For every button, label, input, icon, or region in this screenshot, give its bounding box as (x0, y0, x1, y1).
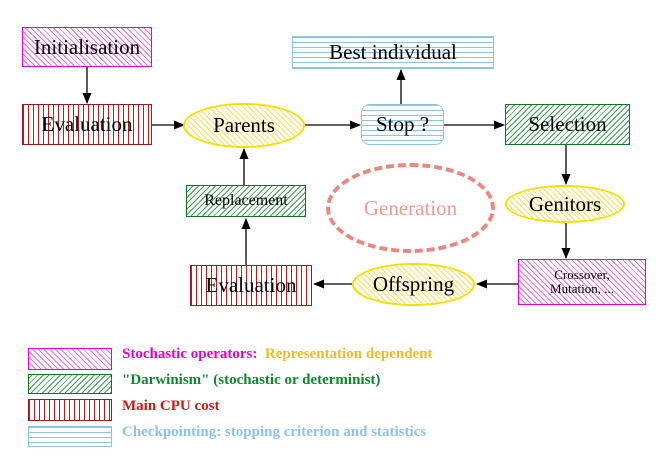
legend-row-checkpointing: Checkpointing: stopping criterion and st… (0, 418, 662, 447)
crossover-label-line1: Crossover, (554, 267, 610, 283)
crossover-mutation-fill (519, 260, 645, 304)
node-crossover-mutation[interactable]: Crossover, Mutation, ... (518, 259, 646, 305)
legend-row-cpu-cost: Main CPU cost (0, 392, 662, 421)
genitors-label: Genitors (528, 191, 602, 216)
evaluation-top-fill (23, 105, 151, 144)
legend-label-representation-text: Representation dependent (257, 346, 433, 362)
evaluation-top-label: Evaluation (41, 112, 133, 137)
node-offspring[interactable]: Offspring (352, 263, 475, 306)
evaluation-bottom-fill (191, 266, 311, 305)
node-best-individual[interactable]: Best individual (292, 36, 494, 69)
initialisation-fill (23, 28, 151, 66)
node-parents[interactable]: Parents (183, 103, 305, 148)
replacement-fill (187, 186, 305, 216)
legend-label-cpu-cost: Main CPU cost (122, 398, 220, 414)
initialisation-label: Initialisation (33, 34, 141, 59)
parents-label: Parents (213, 113, 275, 138)
node-evaluation-bottom[interactable]: Evaluation (190, 265, 312, 306)
legend-label-stochastic-text: Stochastic operators: (122, 346, 258, 362)
legend-label-checkpointing: Checkpointing: stopping criterion and st… (122, 424, 427, 440)
selection-label: Selection (528, 112, 607, 137)
generation-label: Generation (363, 195, 458, 220)
legend-row-stochastic: Stochastic operators: Representation dep… (0, 340, 662, 370)
legend-swatch-magenta-hatch (28, 348, 112, 370)
legend: Stochastic operators: Representation dep… (0, 340, 662, 447)
node-generation: Generation (326, 163, 495, 253)
legend-row-darwinism: "Darwinism" (stochastic or determinist) (0, 367, 662, 394)
best-individual-fill (293, 37, 493, 68)
crossover-label-line2: Mutation, ... (550, 281, 614, 296)
node-replacement[interactable]: Replacement (186, 185, 306, 217)
legend-swatch-blue-lines (28, 426, 112, 447)
node-selection[interactable]: Selection (505, 104, 630, 145)
legend-label-stochastic: Stochastic operators: Representation dep… (122, 346, 433, 363)
parents-fill (185, 105, 303, 146)
best-individual-label: Best individual (329, 40, 457, 65)
node-evaluation-top[interactable]: Evaluation (22, 104, 152, 145)
stop-fill (362, 105, 443, 144)
stop-label: Stop ? (375, 112, 430, 137)
legend-swatch-green-hatch (28, 374, 112, 394)
node-initialisation[interactable]: Initialisation (22, 27, 152, 67)
genitors-fill (507, 187, 623, 221)
evaluation-bottom-label: Evaluation (205, 273, 297, 298)
replacement-label: Replacement (204, 191, 288, 209)
legend-label-darwinism: "Darwinism" (stochastic or determinist) (122, 372, 381, 388)
node-stop[interactable]: Stop ? (361, 104, 444, 145)
offspring-label: Offspring (372, 272, 455, 297)
selection-fill (506, 105, 629, 144)
node-genitors[interactable]: Genitors (505, 185, 625, 223)
offspring-fill (354, 265, 473, 304)
legend-swatch-red-hatch (28, 399, 112, 421)
